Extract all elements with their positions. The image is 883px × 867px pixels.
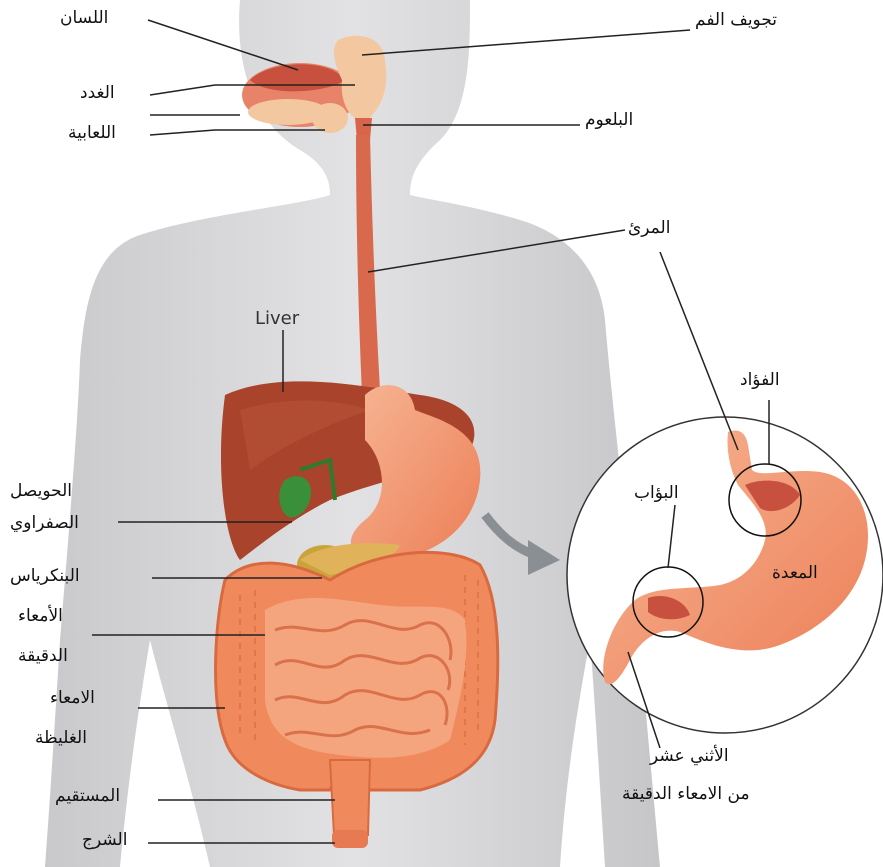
label-rectum: المستقيم <box>55 788 120 805</box>
label-large-intestine-2: الغليظة <box>35 730 87 747</box>
label-tongue: اللسان <box>60 10 108 27</box>
rectum <box>330 760 370 848</box>
label-duodenum-2: من الامعاء الدقيقة <box>622 786 750 803</box>
label-small-intestine-2: الدقيقة <box>18 648 68 665</box>
label-stomach: المعدة <box>772 565 818 582</box>
label-salivary-glands-1: الغدد <box>80 85 115 102</box>
label-gallbladder-1: الحويصل <box>10 483 72 500</box>
label-gallbladder-2: الصفراوي <box>10 515 79 532</box>
label-pharynx: البلعوم <box>585 112 633 129</box>
small-intestine <box>265 598 466 758</box>
label-salivary-glands-2: اللعابية <box>68 125 116 142</box>
label-pylorus: البؤاب <box>634 485 679 502</box>
label-pancreas: البنكرياس <box>10 568 80 585</box>
label-esophagus: المرئ <box>628 220 670 237</box>
label-large-intestine-1: الامعاء <box>50 690 95 707</box>
label-anus: الشرج <box>82 832 127 849</box>
label-small-intestine-1: الأمعاء <box>18 608 63 625</box>
label-liver: Liver <box>255 310 299 328</box>
label-oral-cavity: تجويف الفم <box>695 12 777 29</box>
stomach-zoom-circle <box>567 417 883 733</box>
label-duodenum-1: الأثني عشر <box>650 748 729 765</box>
label-cardia: الفؤاد <box>740 372 780 389</box>
